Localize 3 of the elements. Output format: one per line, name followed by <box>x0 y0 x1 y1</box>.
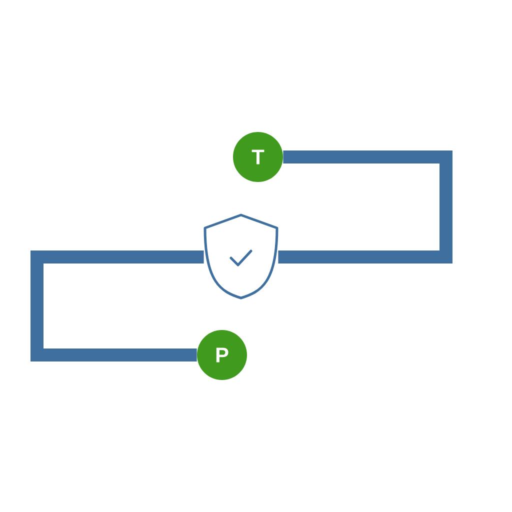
shield-icon <box>204 214 278 300</box>
connector-line <box>278 150 452 264</box>
connector-line <box>30 250 204 362</box>
